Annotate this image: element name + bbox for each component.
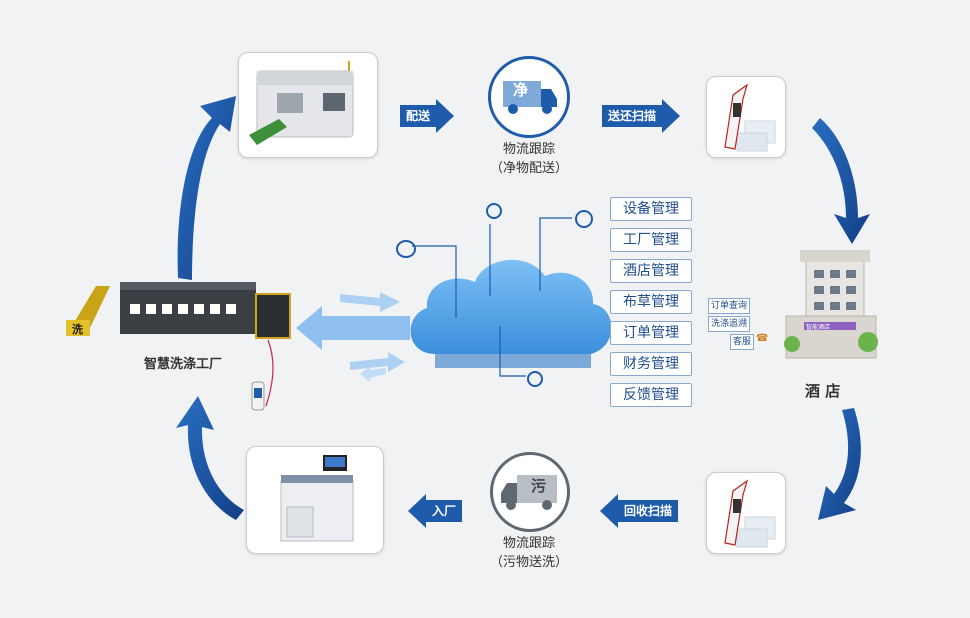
clean-truck-caption-line2: （净物配送）: [489, 161, 568, 176]
sorting-machine-card: [238, 52, 378, 158]
monitor-icon-right: [575, 210, 593, 228]
mgmt-equipment: 设备管理: [610, 197, 692, 221]
mgmt-order: 订单管理: [610, 321, 692, 345]
step-recycle-scan: 回收扫描: [599, 494, 679, 528]
clean-truck-caption: 物流跟踪 （净物配送）: [469, 140, 589, 178]
monitor-icon-left: [396, 240, 416, 258]
laundry-factory-image: [66, 282, 291, 339]
step-deliver: 配送: [400, 99, 455, 133]
arrow-small-left: [360, 366, 386, 382]
arrow-top-to-hotel: [812, 118, 870, 244]
step-enter-factory: 入厂: [407, 494, 463, 528]
factory-scanner-image: [251, 339, 274, 411]
factory-bin-mark: 洗: [72, 323, 83, 336]
clean-truck-symbol: 净: [513, 81, 529, 99]
clean-truck-caption-line1: 物流跟踪: [502, 142, 555, 157]
hotel-washing-trace: 洗涤追溯: [708, 316, 751, 332]
clean-truck-icon: 净: [488, 56, 570, 138]
cloud-connectors: [412, 217, 572, 377]
step-return-scan: 送还扫描: [602, 99, 681, 133]
scanner-card-top: [706, 76, 786, 158]
dirty-truck-caption-line2: （污物送洗）: [489, 555, 568, 570]
monitor-icon-bottom: [527, 371, 543, 387]
handheld-scanner-image: [724, 83, 776, 152]
mgmt-linen: 布草管理: [610, 290, 692, 314]
dirty-truck-symbol: 污: [531, 477, 547, 495]
cloud-platform-icon: [410, 259, 612, 368]
entry-machine-image: [280, 455, 354, 542]
hotel-sign: 智能酒店: [806, 324, 831, 331]
dirty-truck-icon: 污: [490, 452, 570, 532]
factory-label: 智慧洗涤工厂: [144, 357, 223, 372]
mgmt-hotel: 酒店管理: [610, 259, 692, 283]
arrow-factory-to-cloud-top: [340, 292, 400, 312]
dirty-truck-caption: 物流跟踪 （污物送洗）: [469, 534, 589, 572]
arrow-hotel-to-bottom: [818, 408, 861, 520]
hotel-order-query: 订单查询: [708, 298, 751, 314]
hotel-customer-service: 客服: [730, 334, 755, 350]
mgmt-factory: 工厂管理: [610, 228, 692, 252]
hotel-label: 酒 店: [805, 382, 841, 400]
dirty-truck-caption-line1: 物流跟踪: [502, 536, 555, 551]
sorting-machine-image: [249, 61, 354, 145]
mgmt-feedback: 反馈管理: [610, 383, 692, 407]
monitor-icon-top: [486, 203, 502, 219]
hotel-building-image: [784, 250, 878, 359]
mgmt-finance: 财务管理: [610, 352, 692, 376]
handheld-scanner-image-bottom: [724, 479, 776, 548]
arrow-bottom-to-factory: [176, 396, 244, 520]
entry-machine-card: [246, 446, 384, 554]
arrow-cloud-to-factory: [296, 306, 410, 350]
scanner-card-bottom: [706, 472, 786, 554]
arrow-factory-to-cloud-bottom: [350, 352, 405, 372]
phone-icon: ☎: [756, 333, 769, 344]
arrow-factory-to-top: [177, 96, 236, 280]
